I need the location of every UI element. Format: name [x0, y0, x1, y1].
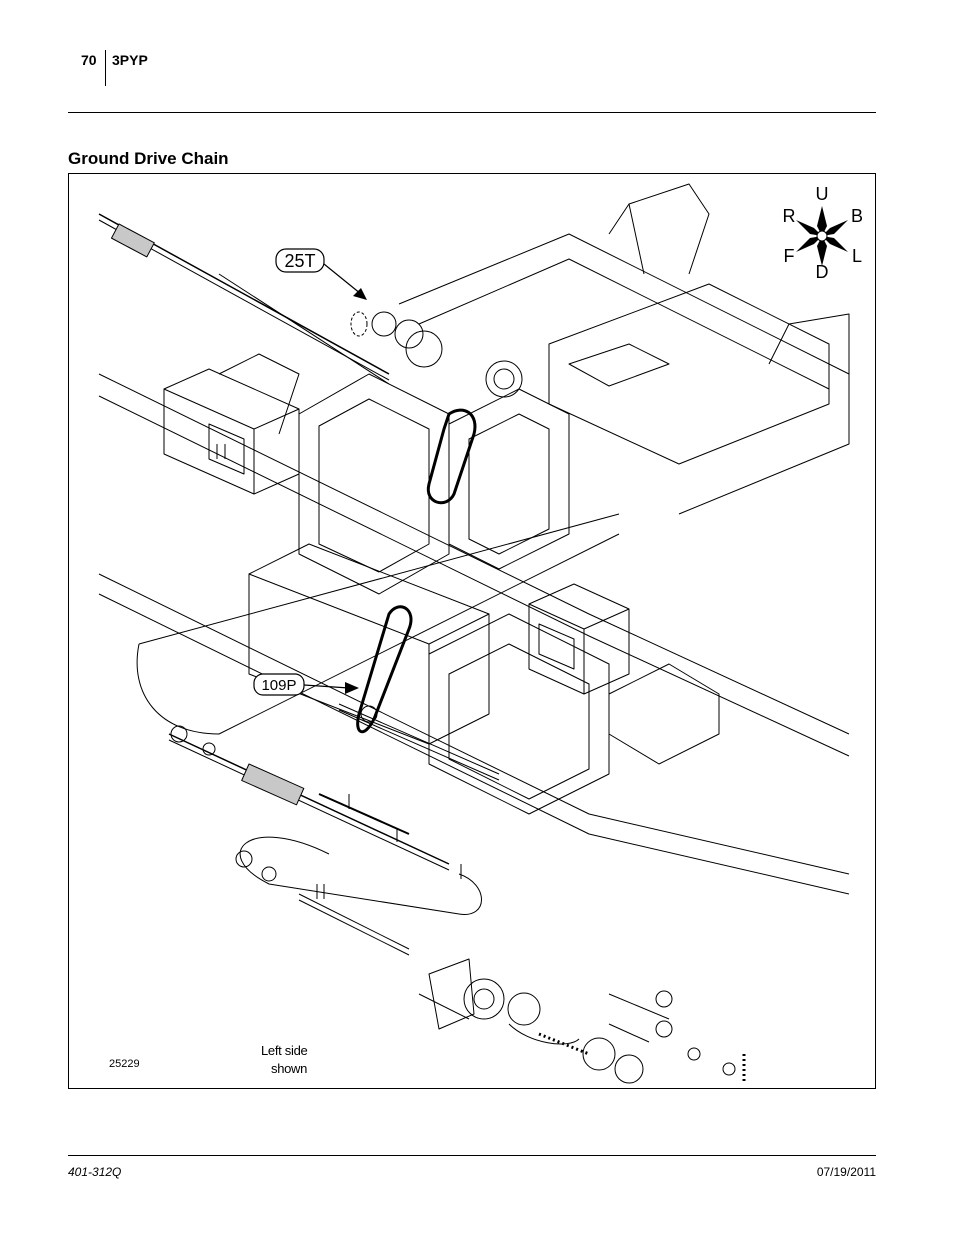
section-title: Ground Drive Chain [68, 149, 229, 168]
compass-arrow-b-icon [822, 220, 848, 236]
compass-arrow-up-icon [817, 206, 827, 236]
compass-label-front: F [784, 246, 795, 266]
callout-25t: 25T [275, 248, 367, 300]
document-number: 401-312Q [68, 1165, 122, 1179]
compass-arrow-l-icon [822, 236, 848, 252]
parts-diagram-drawing: 25T 109P U D R B F L [98, 183, 864, 1084]
compass-label-up: U [816, 184, 829, 204]
revision-date: 07/19/2011 [816, 1165, 876, 1179]
callout-109p: 109P [253, 673, 359, 696]
compass-arrow-down-icon [817, 236, 827, 266]
model-name: 3PYP [112, 52, 148, 68]
compass-label-right: R [783, 206, 796, 226]
compass-label-back: B [851, 206, 863, 226]
callout-25t-label: 25T [284, 251, 315, 271]
caption-line-2: shown [271, 1061, 308, 1076]
figure-caption: Left side shown [261, 1042, 308, 1078]
callout-109p-label: 109P [261, 677, 296, 694]
compass-rose: U D R B F L [783, 184, 864, 282]
header-rule [68, 112, 876, 113]
header-divider [105, 50, 106, 86]
footer-rule [68, 1155, 876, 1156]
compass-arrow-f-icon [796, 236, 822, 252]
compass-label-down: D [816, 262, 829, 282]
figure-number: 25229 [109, 1058, 140, 1070]
compass-label-left: L [852, 246, 862, 266]
page-number: 70 [81, 52, 97, 68]
compass-arrow-r-icon [796, 220, 822, 236]
caption-line-1: Left side [261, 1043, 308, 1058]
parts-diagram: 25T 109P U D R B F L 25229 [68, 173, 876, 1089]
